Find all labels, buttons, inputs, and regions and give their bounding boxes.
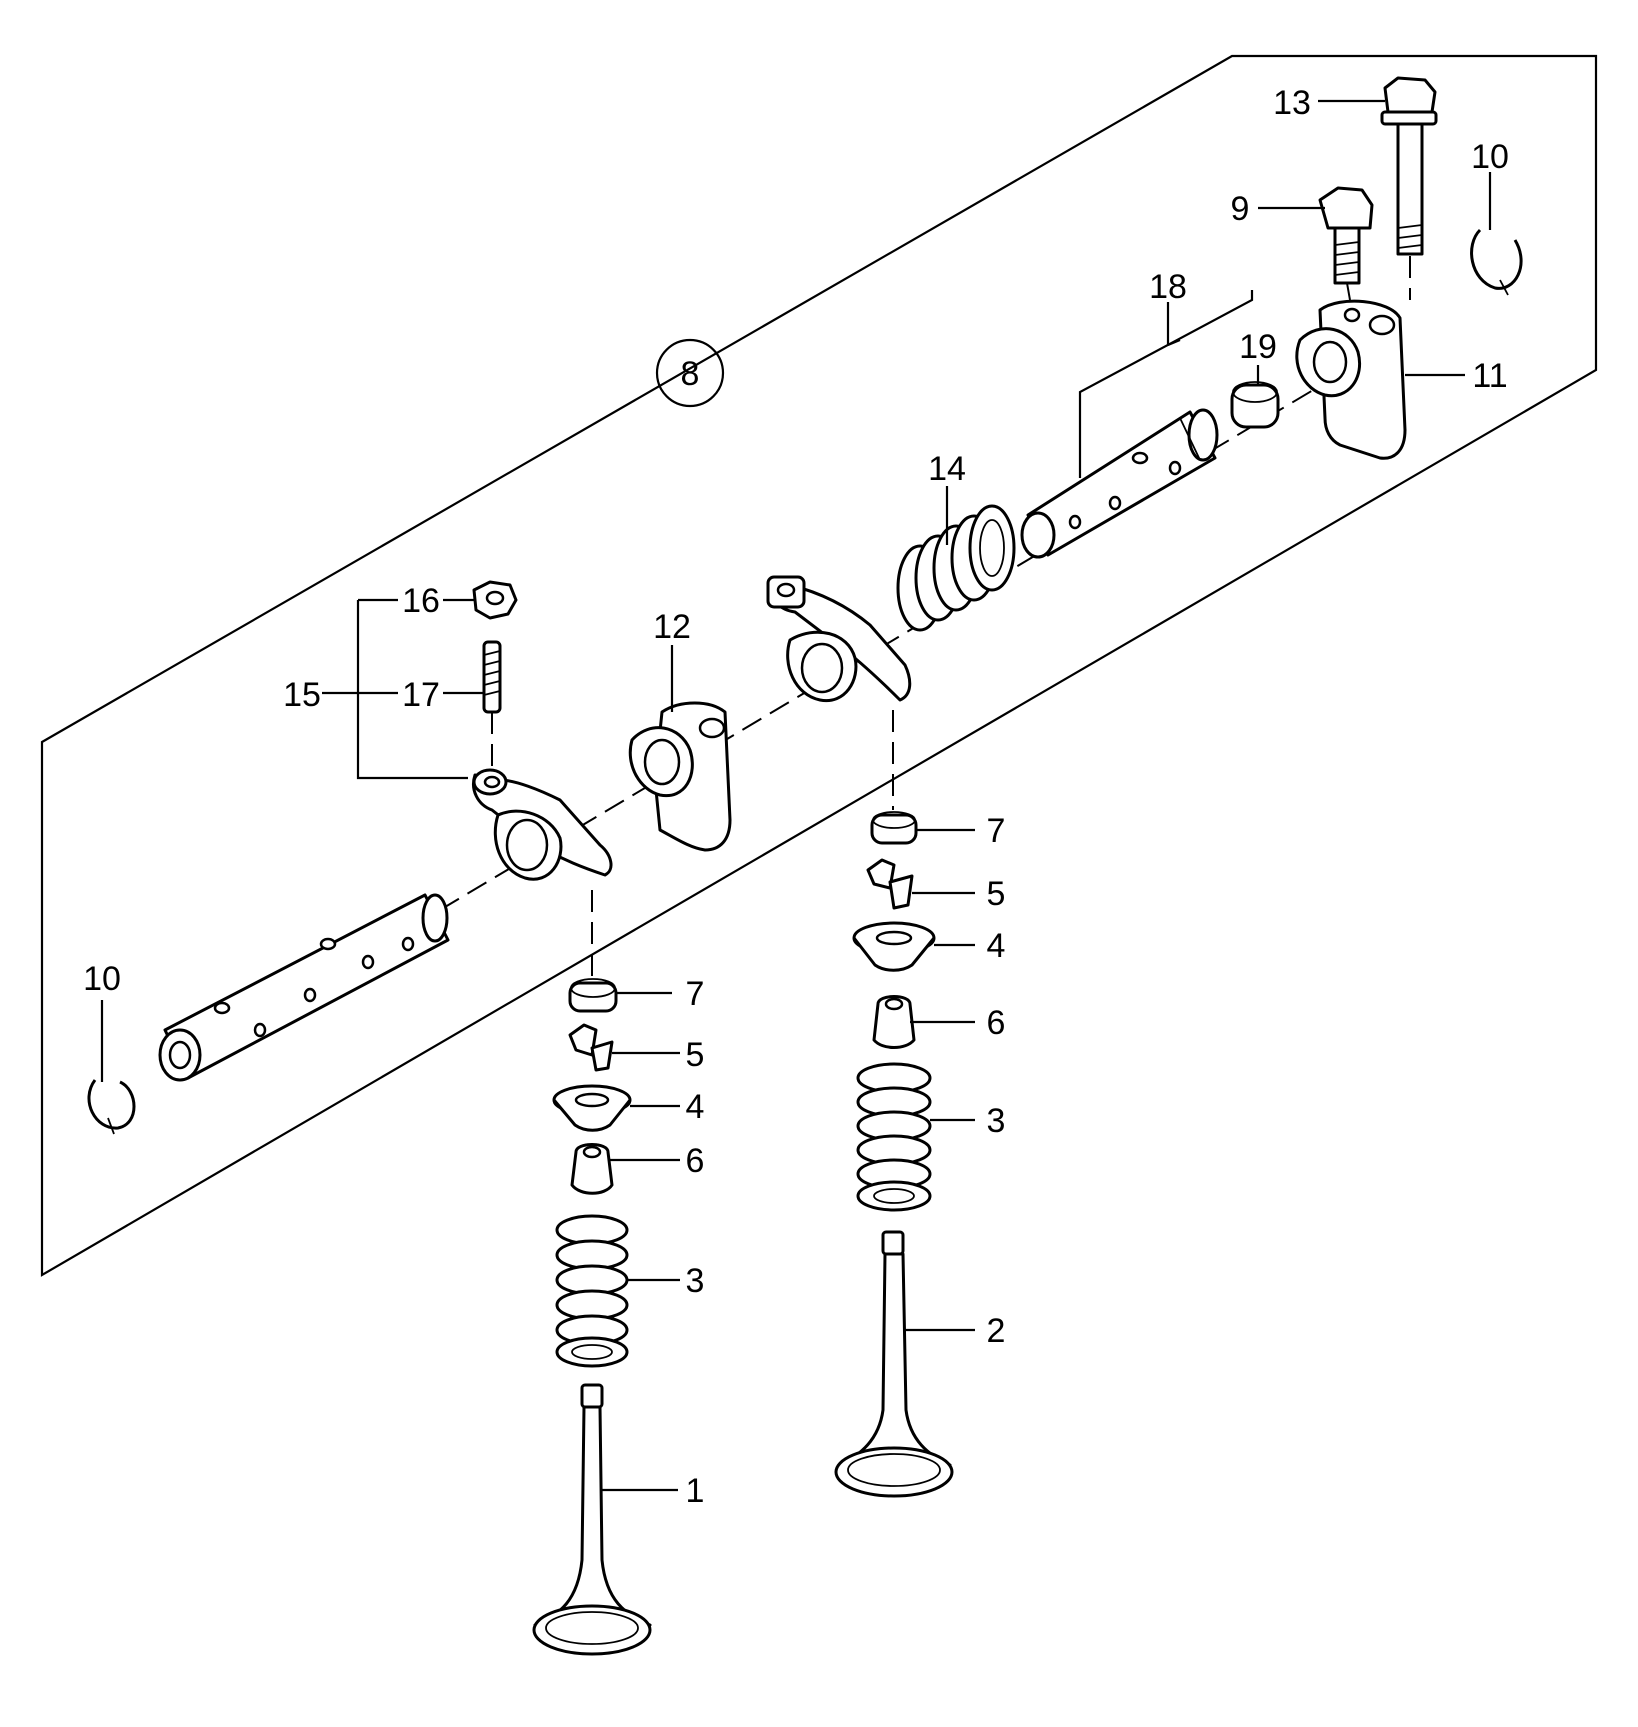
callout-7-right: 7 [987,812,1006,850]
shaft-plug [1230,381,1280,429]
callout-12: 12 [653,608,691,646]
right-valve-cotter [866,858,914,910]
left-valve-cap [568,978,618,1013]
callout-4-left: 4 [686,1088,705,1126]
callout-1: 1 [686,1472,705,1510]
rocker-spring [896,504,1016,632]
lock-nut [472,580,518,620]
short-bolt [1318,186,1374,301]
callout-3-left: 3 [686,1262,705,1300]
adjusting-screw [482,640,502,772]
callout-11: 11 [1472,357,1507,395]
right-rocker-shaft [1020,408,1219,559]
callout-assembly: 8 [681,355,700,393]
right-circlip [1470,228,1523,296]
intake-valve [532,1383,652,1656]
end-rocker-support [1295,299,1407,460]
left-circlip [87,1079,136,1135]
callout-19: 19 [1239,328,1277,366]
callout-10-right: 10 [1471,138,1509,176]
callout-16: 16 [402,582,440,620]
right-valve-cap [870,811,918,845]
leader-lines [100,99,1492,1492]
callout-5-left: 5 [686,1036,705,1074]
long-bolt [1380,76,1438,300]
callout-9: 9 [1231,190,1250,228]
left-rocker-arm [472,768,613,881]
callout-6-right: 6 [987,1004,1006,1042]
callout-7-left: 7 [686,975,705,1013]
callout-5-right: 5 [987,875,1006,913]
callout-2: 2 [987,1312,1006,1350]
right-valve-seal [872,995,916,1049]
callout-3-right: 3 [987,1102,1006,1140]
callout-18: 18 [1149,268,1187,306]
right-valve-spring [856,1062,932,1212]
left-valve-seal [570,1143,614,1195]
callout-14: 14 [928,450,966,488]
callout-6-left: 6 [686,1142,705,1180]
callout-4-right: 4 [987,927,1006,965]
right-spring-retainer [852,921,936,972]
left-valve-cotter [568,1023,614,1072]
assembly-boundary [40,54,1598,1277]
callout-15: 15 [283,676,321,714]
right-rocker-arm [766,575,912,703]
assembly-callout-circle [655,338,725,408]
callout-10-left: 10 [83,960,121,998]
left-valve-spring [555,1214,629,1368]
left-spring-retainer [552,1084,632,1132]
left-rocker-shaft [158,893,450,1082]
exhaust-valve [834,1230,954,1498]
callout-13: 13 [1273,84,1311,122]
callout-17: 17 [402,676,440,714]
middle-rocker-support [628,701,732,852]
